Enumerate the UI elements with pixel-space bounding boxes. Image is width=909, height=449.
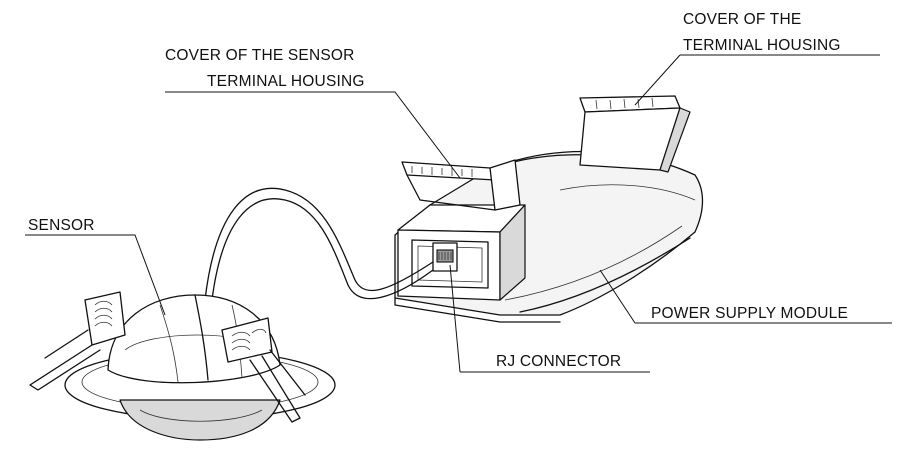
- terminal-housing-cover: [579, 95, 691, 173]
- label-sensor: SENSOR: [28, 217, 95, 234]
- left-spring-clip: [29, 291, 126, 391]
- labels: COVER OF THE TERMINAL HOUSING COVER OF T…: [28, 11, 848, 370]
- rj-connector-socket: [432, 242, 458, 272]
- cable: [204, 187, 434, 301]
- label-rj-connector: RJ CONNECTOR: [496, 353, 621, 370]
- label-cover-sensor-line2: TERMINAL HOUSING: [207, 73, 365, 90]
- label-cover-terminal-line2: TERMINAL HOUSING: [683, 37, 841, 54]
- label-power-supply: POWER SUPPLY MODULE: [651, 305, 848, 322]
- label-cover-sensor-line1: COVER OF THE SENSOR: [165, 47, 355, 64]
- label-cover-terminal-line1: COVER OF THE: [683, 11, 801, 28]
- sensor-terminal-cover: [401, 159, 521, 211]
- power-supply-module: [394, 150, 704, 323]
- leader-lines: [25, 54, 892, 373]
- sensor-unit: [29, 291, 336, 441]
- right-spring-clip: [221, 317, 306, 423]
